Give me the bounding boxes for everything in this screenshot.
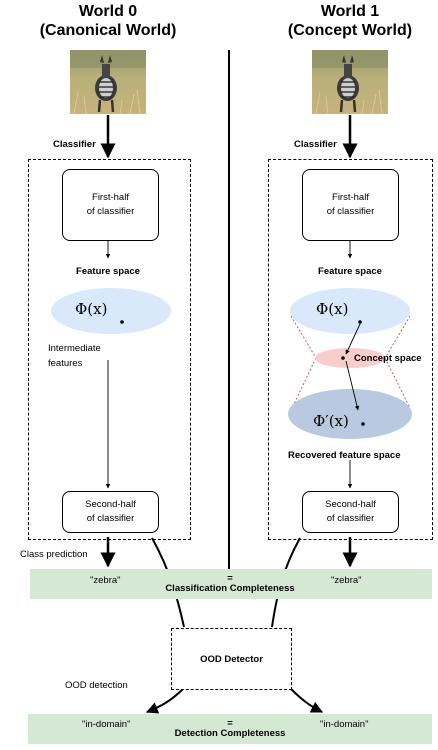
detection-w0: "in-domain" bbox=[82, 719, 131, 730]
recovered-feature-space-ellipse bbox=[288, 389, 412, 439]
arrow-phi-to-concept bbox=[345, 323, 361, 355]
detection-completeness: = Detection Completeness bbox=[130, 719, 330, 739]
classifier-label-w0: Classifier bbox=[53, 139, 96, 150]
recovered-feature-space-label: Recovered feature space bbox=[288, 450, 401, 461]
projection-dotted-lines bbox=[290, 315, 411, 409]
classifier-frame-w0 bbox=[28, 159, 191, 540]
classifier-frame-w1 bbox=[268, 159, 433, 540]
concept-space-ellipse bbox=[315, 348, 385, 368]
zebra-image-world0 bbox=[70, 50, 146, 115]
first-half-box-w1: First-half of classifier bbox=[302, 169, 399, 241]
first-half-box-w0: First-half of classifier bbox=[62, 169, 159, 241]
phi-label-w1: Φ(x) bbox=[316, 300, 349, 318]
classifier-label-w1: Classifier bbox=[294, 139, 337, 150]
feature-space-ellipse-w0 bbox=[51, 288, 171, 334]
classification-equals: = bbox=[227, 573, 233, 584]
second-half-box-w1: Second-half of classifier bbox=[302, 491, 399, 533]
detection-completeness-label: Detection Completeness bbox=[174, 728, 286, 739]
ood-detector-box: OOD Detector bbox=[171, 628, 292, 690]
world0-title-main: World 0 bbox=[78, 3, 138, 20]
intermediate-features-label: Intermediate features bbox=[48, 343, 101, 369]
arrow-concept-to-recovered bbox=[345, 360, 360, 411]
prediction-w0: "zebra" bbox=[90, 575, 121, 586]
classification-completeness: = Classification Completeness bbox=[130, 574, 330, 594]
world0-title: World 0 (Canonical World) bbox=[28, 2, 188, 40]
phi-prime-label: Φ′(x) bbox=[313, 412, 349, 430]
zebra-image-world1 bbox=[312, 50, 388, 115]
concept-space-label: Concept space bbox=[354, 353, 422, 364]
detection-w1: "in-domain" bbox=[320, 719, 369, 730]
world1-subtitle: (Concept World) bbox=[287, 22, 413, 39]
feature-space-label-w0: Feature space bbox=[76, 266, 140, 277]
world0-subtitle: (Canonical World) bbox=[39, 22, 177, 39]
arrow-ood-to-detection-w0 bbox=[145, 687, 185, 714]
world1-title: World 1 (Concept World) bbox=[270, 2, 430, 40]
ood-detection-label: OOD detection bbox=[65, 680, 128, 691]
second-half-box-w0: Second-half of classifier bbox=[62, 491, 159, 533]
classification-completeness-label: Classification Completeness bbox=[165, 583, 295, 594]
feature-space-label-w1: Feature space bbox=[318, 266, 382, 277]
world1-title-main: World 1 bbox=[320, 3, 380, 20]
phi-label-w0: Φ(x) bbox=[75, 300, 108, 318]
arrow-ood-to-detection-w1 bbox=[289, 687, 324, 713]
detection-completeness-band bbox=[28, 714, 432, 744]
prediction-w1: "zebra" bbox=[331, 575, 362, 586]
classification-completeness-band bbox=[30, 569, 432, 599]
detection-equals: = bbox=[227, 718, 233, 729]
feature-space-ellipse-w1 bbox=[290, 288, 410, 334]
class-prediction-label: Class prediction bbox=[20, 549, 88, 560]
